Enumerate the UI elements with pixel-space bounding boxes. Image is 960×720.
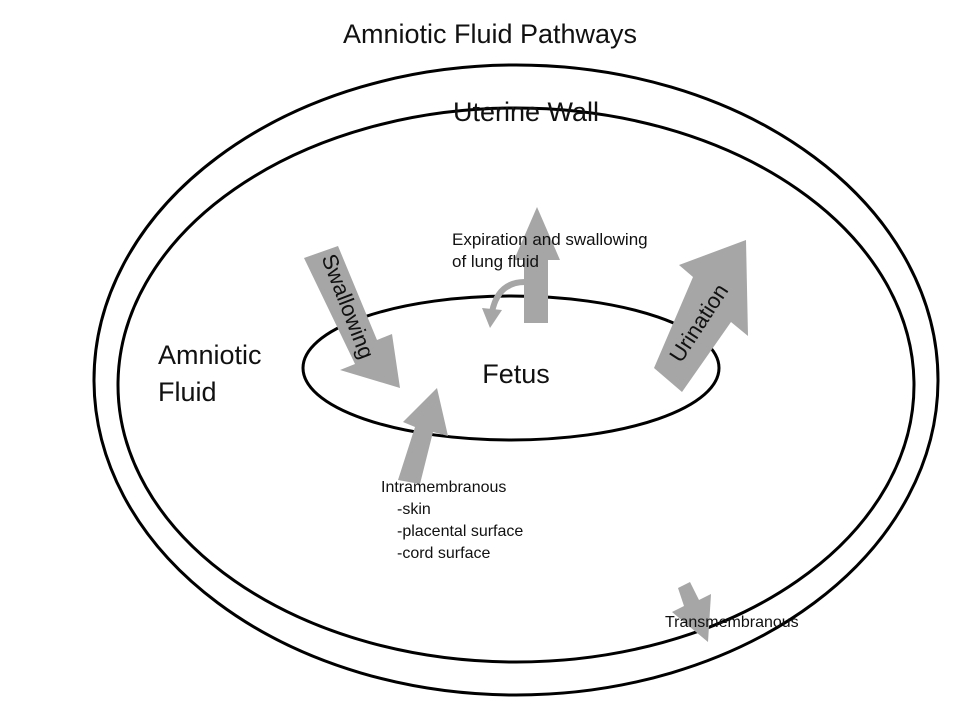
intramembranous-heading: Intramembranous: [381, 479, 506, 496]
lung-fluid-arrow: Expiration and swallowing of lung fluid: [452, 207, 652, 328]
intramembranous-arrow-shape: [398, 388, 448, 484]
amniotic-fluid-label: Amniotic Fluid: [158, 340, 269, 407]
uterine-wall-label: Uterine Wall: [453, 97, 599, 127]
lung-fluid-return-curve: [489, 279, 526, 313]
lung-fluid-return-arrowhead: [482, 308, 502, 328]
intramembranous-label: Intramembranous -skin -placental surface…: [381, 479, 528, 562]
diagram-title: Amniotic Fluid Pathways: [343, 19, 637, 49]
intramembranous-item-skin: -skin: [397, 501, 431, 518]
amniotic-fluid-label-line2: Fluid: [158, 377, 217, 407]
intramembranous-arrow: Intramembranous -skin -placental surface…: [381, 388, 528, 562]
urination-arrow: Urination: [654, 240, 748, 392]
transmembranous-arrow: Transmembranous: [665, 582, 799, 642]
urination-arrow-shape: [654, 240, 748, 392]
swallowing-arrow-shape: [304, 246, 400, 388]
lung-fluid-label: Expiration and swallowing of lung fluid: [452, 230, 652, 271]
uterine-wall-inner-outline: [116, 106, 916, 664]
transmembranous-arrow-shape: [672, 582, 711, 642]
fetus-outline: [301, 294, 721, 442]
lung-fluid-label-line2: of lung fluid: [452, 252, 539, 271]
intramembranous-item-cord-surface: -cord surface: [397, 545, 490, 562]
lung-fluid-label-line1: Expiration and swallowing: [452, 230, 648, 249]
swallowing-arrow: Swallowing: [304, 246, 400, 388]
uterus-outer-outline: [92, 63, 940, 697]
amniotic-fluid-label-line1: Amniotic: [158, 340, 262, 370]
fetus-label: Fetus: [482, 359, 550, 389]
intramembranous-item-placental-surface: -placental surface: [397, 523, 523, 540]
transmembranous-label: Transmembranous: [665, 614, 799, 631]
lung-fluid-arrow-shape: [514, 207, 560, 323]
